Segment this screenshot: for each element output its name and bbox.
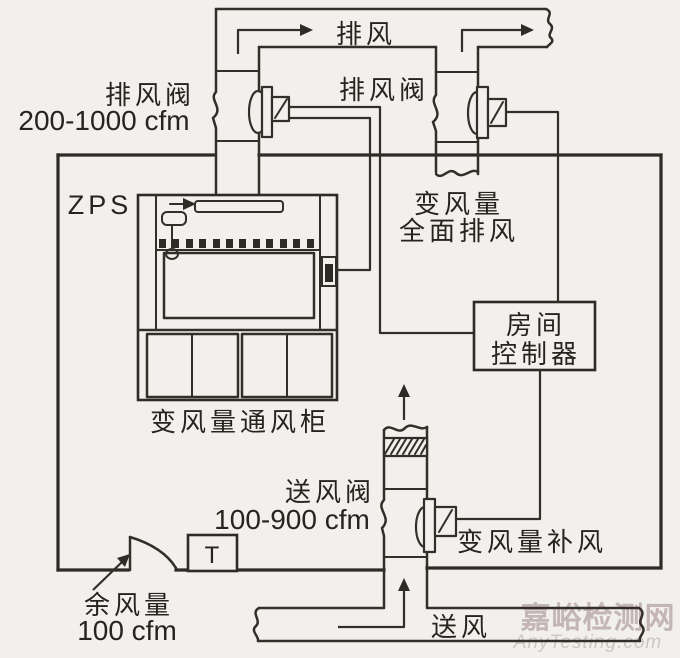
general-exhaust-duct-left-edge	[431, 45, 439, 174]
valve-actuator-blade-icon	[490, 101, 504, 124]
hood-exhaust-valve	[247, 85, 291, 139]
room-door	[92, 535, 178, 591]
valve-actuator-blade-icon	[438, 509, 453, 533]
supply-main-duct-break-right	[637, 606, 645, 643]
control-wiring	[289, 105, 560, 521]
room-controller-label-line1: 房间	[506, 310, 566, 340]
hood-bypass-arrowhead-icon	[183, 198, 196, 210]
general-exhaust-label-line1: 变风量	[414, 189, 504, 219]
supply-valve-label: 送风阀	[285, 477, 375, 507]
room-controller: 房间 控制器	[472, 300, 597, 372]
general-exhaust-valve-label: 排风阀	[339, 75, 429, 105]
thermostat: T	[186, 533, 239, 573]
supply-main-duct	[252, 578, 645, 643]
wire-controller-to-supply-valve	[457, 370, 542, 521]
exhaust-flow-arrowhead-right-icon	[521, 24, 534, 36]
valve-frame-icon	[422, 497, 437, 554]
door-swing-arc	[128, 535, 178, 570]
hood-flow-monitor-icon	[161, 211, 187, 226]
wire-hood-valve-to-controller	[289, 105, 474, 335]
damper-hatch-icon	[384, 438, 427, 455]
room-controller-label-line2: 控制器	[491, 339, 581, 369]
supply-air-label: 送风	[431, 612, 491, 642]
makeup-duct-break-end	[382, 424, 429, 432]
hood-exhaust-valve-range: 200-1000 cfm	[18, 105, 189, 136]
fume-hood-label: 变风量通风柜	[150, 407, 330, 437]
wire-general-valve-to-controller	[506, 110, 560, 302]
valve-actuator-blade-icon	[274, 98, 288, 119]
sash-position-sensor	[321, 256, 337, 287]
makeup-air-label: 变风量补风	[457, 527, 607, 557]
thermostat-box	[186, 533, 239, 573]
door-leakage-arrowhead-icon	[117, 554, 130, 567]
supply-flow-arrow	[338, 590, 406, 629]
door-leakage-label-line2: 100 cfm	[77, 615, 177, 646]
sash-position-sensor-core-icon	[325, 264, 333, 282]
hood-exhaust-duct	[211, 7, 291, 197]
hood-louver-icon	[159, 239, 314, 248]
exhaust-air-label: 排风	[336, 19, 396, 49]
thermostat-label: T	[205, 542, 220, 569]
makeup-duct-left-edge	[380, 428, 387, 609]
exhaust-main-duct-break-end	[544, 7, 554, 49]
general-exhaust-duct	[431, 45, 508, 178]
fume-hood-cabinet	[136, 193, 339, 402]
makeup-discharge-arrowhead-icon	[398, 384, 410, 397]
door-leakage-label-line1: 余风量	[84, 590, 174, 620]
door-leakage-arrow	[92, 561, 123, 591]
makeup-supply-duct	[380, 384, 458, 609]
exhaust-main-duct	[214, 7, 554, 54]
hood-sash-window	[162, 251, 316, 320]
room-boundary	[56, 153, 663, 572]
general-exhaust-duct-break-end	[434, 169, 480, 178]
supply-flow-arrowhead-icon	[398, 578, 410, 591]
wire-sash-sensor-loop	[289, 116, 372, 272]
watermark-site-name: 嘉峪检测网	[521, 601, 676, 635]
exhaust-flow-arrowhead-left-icon	[300, 24, 313, 36]
supply-main-duct-break-left	[252, 606, 261, 643]
general-exhaust-valve	[466, 85, 508, 140]
general-exhaust-label-line2: 全面排风	[399, 216, 519, 246]
exhaust-flow-arrow-right	[460, 28, 521, 52]
valve-frame-icon	[475, 85, 490, 140]
exhaust-flow-arrow-left	[236, 28, 300, 54]
hood-exhaust-duct-left-edge	[211, 7, 219, 197]
diagram-labels: 排风 排风阀 200-1000 cfm 排风阀 ZPS 变风量 全面排风 变风量…	[18, 19, 607, 646]
watermark-site-domain: AnyTesting.com	[513, 632, 662, 653]
zps-label: ZPS	[68, 190, 133, 220]
valve-frame-icon	[260, 85, 274, 139]
room-controller-box	[472, 300, 597, 372]
hood-exhaust-valve-label: 排风阀	[105, 80, 195, 110]
hood-bypass-grille-icon	[194, 200, 284, 213]
watermark: 嘉峪检测网 AnyTesting.com	[513, 601, 676, 653]
supply-valve	[414, 497, 458, 554]
supply-valve-range: 100-900 cfm	[214, 504, 370, 535]
